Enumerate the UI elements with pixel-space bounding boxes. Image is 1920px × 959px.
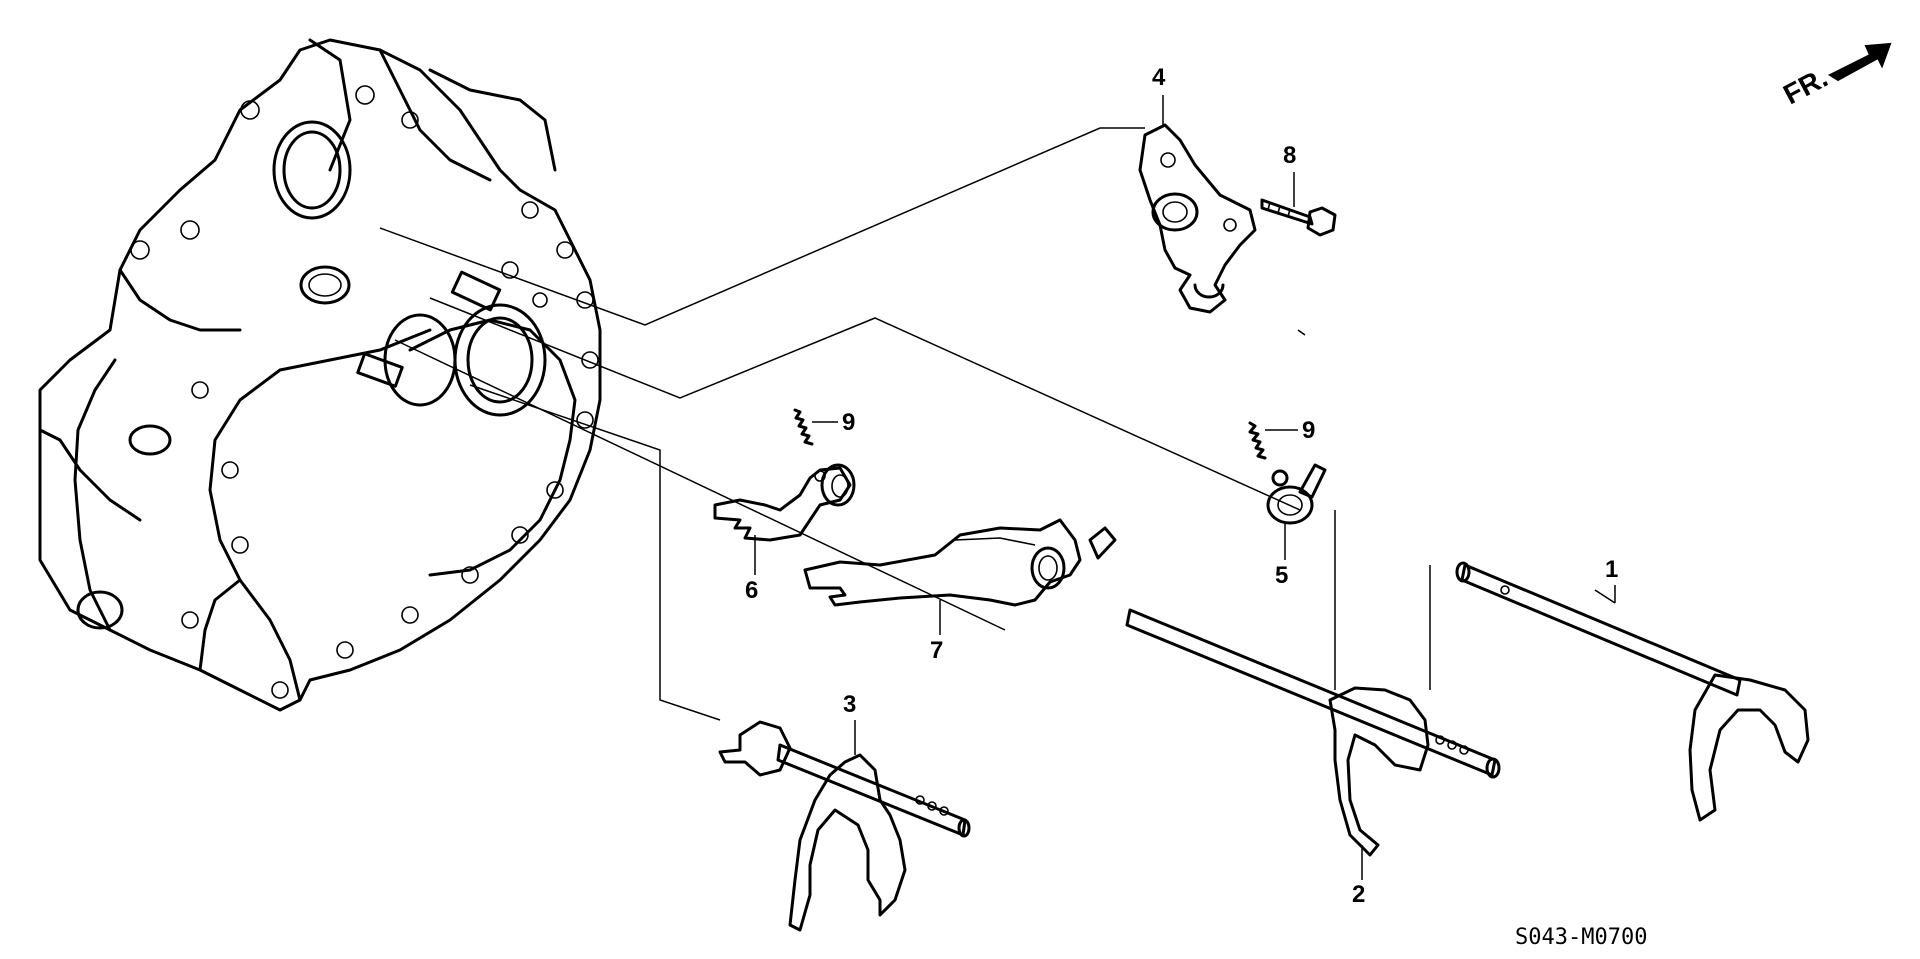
drawing-code: S043-M0700 bbox=[1515, 925, 1647, 950]
callout-5: 5 bbox=[1275, 562, 1288, 589]
part-8-bolt bbox=[1260, 198, 1337, 237]
callout-1: 1 bbox=[1605, 556, 1618, 583]
front-arrow-icon bbox=[1827, 42, 1892, 82]
part-3-shift-fork bbox=[718, 720, 971, 932]
part-9-spring-right bbox=[1248, 421, 1267, 460]
part-5-interlock bbox=[1266, 463, 1327, 525]
callout-8: 8 bbox=[1283, 142, 1296, 169]
transmission-housing bbox=[38, 38, 602, 712]
callout-7: 7 bbox=[930, 637, 943, 664]
part-6-shift-piece bbox=[713, 463, 856, 542]
callout-9-right: 9 bbox=[1302, 417, 1315, 444]
housing-bolt-holes bbox=[130, 85, 599, 699]
callout-ticks bbox=[754, 95, 1616, 880]
callout-4: 4 bbox=[1152, 64, 1166, 91]
callout-6: 6 bbox=[745, 577, 758, 604]
callout-9-left: 9 bbox=[842, 409, 855, 436]
part-9-spring-left bbox=[793, 408, 814, 446]
front-direction-indicator: FR. bbox=[1778, 42, 1892, 111]
assembly-leader-lines bbox=[379, 127, 1616, 721]
front-direction-label: FR. bbox=[1778, 62, 1832, 111]
part-1-shift-fork bbox=[1455, 561, 1810, 822]
part-7-shift-arm bbox=[803, 518, 1117, 607]
callout-2: 2 bbox=[1352, 881, 1365, 908]
callout-3: 3 bbox=[843, 691, 856, 718]
part-4-shift-bracket bbox=[1138, 123, 1257, 314]
part-2-shift-fork bbox=[1125, 608, 1501, 857]
callout-labels: 1 2 3 4 5 6 7 8 9 9 bbox=[745, 64, 1618, 908]
